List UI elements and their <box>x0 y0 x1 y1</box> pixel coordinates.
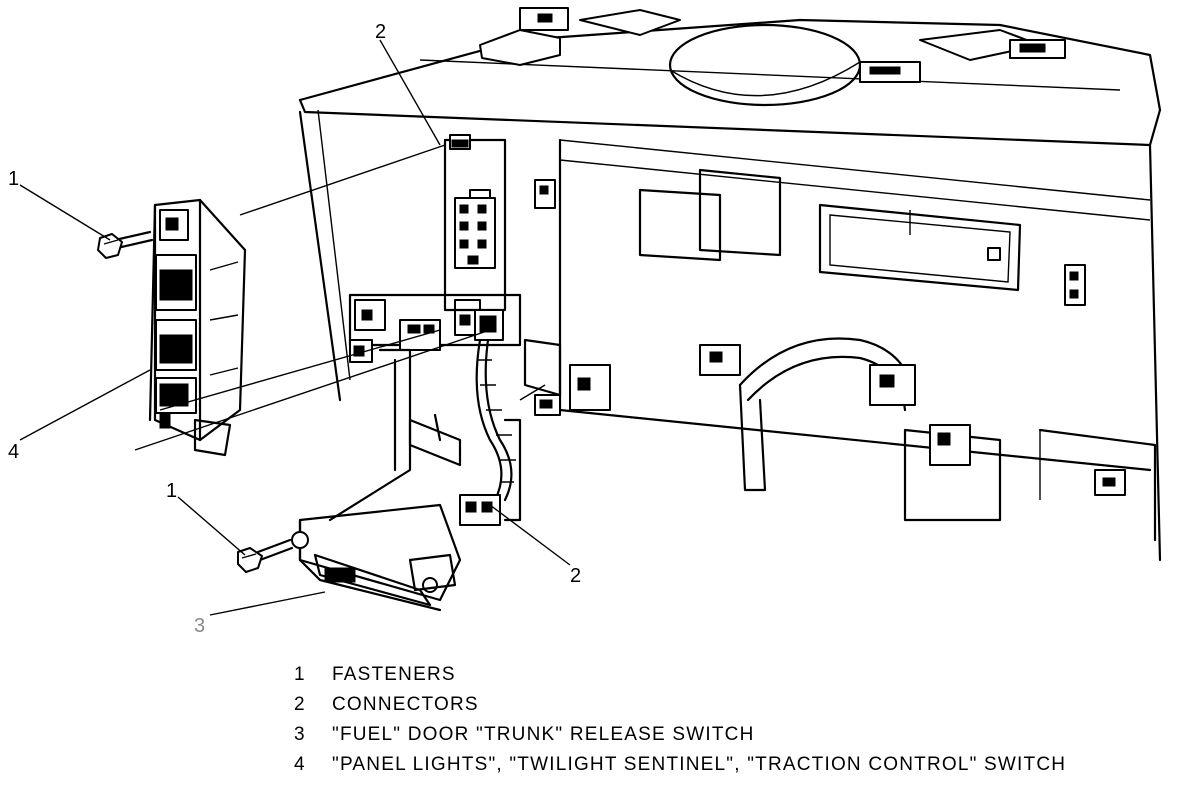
callout-top-connector: 2 <box>375 21 386 43</box>
callout-fastener-upper: 1 <box>8 168 19 190</box>
release-switch-bracket <box>328 348 522 522</box>
callout-connector-lower: 2 <box>570 565 581 587</box>
legend-text: CONNECTORS <box>332 694 479 715</box>
upper-connector <box>443 134 507 312</box>
legend-number: 2 <box>294 694 306 715</box>
legend-number: 1 <box>294 664 306 685</box>
switch-panel-buttons <box>155 254 197 414</box>
wire-harness <box>408 338 516 502</box>
legend-text: "PANEL LIGHTS", "TWILIGHT SENTINEL", "TR… <box>332 754 1067 775</box>
callout-switch-panel: 4 <box>8 441 19 463</box>
legend-number: 4 <box>294 754 306 775</box>
legend-number: 3 <box>294 724 306 745</box>
legend-text: FASTENERS <box>332 664 456 685</box>
leader-lines <box>19 39 571 616</box>
callout-fastener-lower: 1 <box>166 480 177 502</box>
fuel-trunk-release-switch <box>291 503 462 612</box>
lower-connector <box>459 494 501 526</box>
fastener-upper <box>97 230 154 259</box>
legend-text: "FUEL" DOOR "TRUNK" RELEASE SWITCH <box>332 724 755 745</box>
callout-release-switch: 3 <box>194 615 205 637</box>
switch-panel-connectors <box>399 309 504 351</box>
fastener-lower <box>237 538 294 573</box>
lighting-traction-switch-panel <box>148 198 247 457</box>
instrument-panel-carrier <box>298 7 1162 562</box>
connector-pin-block <box>454 197 496 269</box>
